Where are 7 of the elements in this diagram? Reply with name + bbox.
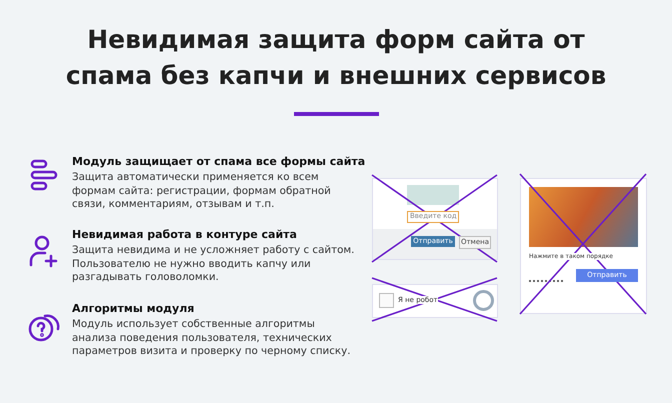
feature-heading: Алгоритмы модуля bbox=[72, 302, 194, 315]
title: Невидимая защита форм сайта от спама без капчи и внешних сервисов bbox=[64, 24, 608, 92]
feature-description: Защита автоматически применяется ко всем формам сайта: регистрации, формам обратной связи, комментариям, отзывам и т.п. bbox=[72, 171, 332, 212]
feature-heading: Модуль защищает от спама все формы сайта bbox=[72, 155, 366, 168]
feature-description: Модуль использует собственные алгоритмы анализа поведения пользователя, технических параметров визита и проверку по черному списку. bbox=[72, 318, 352, 358]
feature-description: Защита невидима и не усложняет работу с сайтом. Пользователю не нужно вводить капчу или разгадывать головоломки. bbox=[72, 244, 356, 284]
feature-heading: Невидимая работа в контуре сайта bbox=[72, 228, 297, 241]
